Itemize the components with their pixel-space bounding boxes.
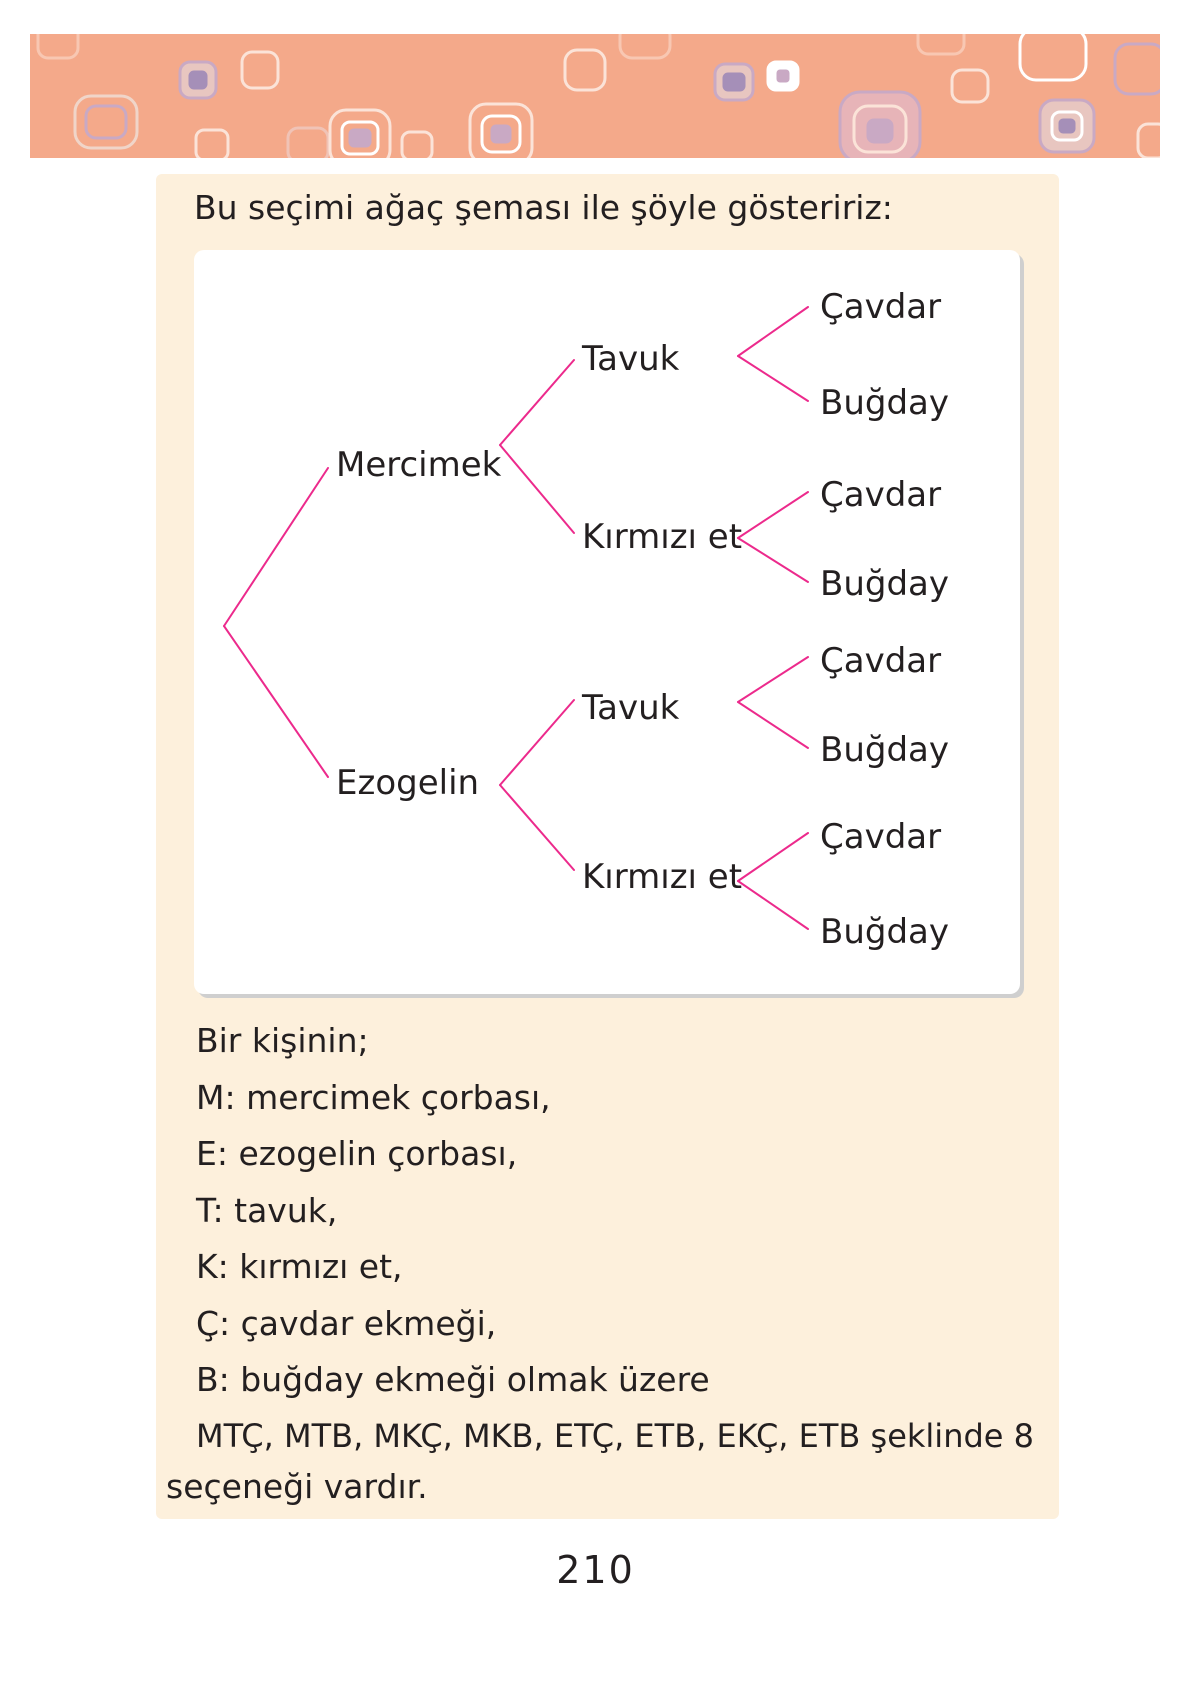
legend-item: T: tavuk, bbox=[196, 1191, 338, 1230]
tree-node-tavuk: Tavuk bbox=[582, 688, 680, 728]
tree-branches bbox=[223, 306, 809, 930]
intro-text: Bu seçimi ağaç şeması ile şöyle gösterir… bbox=[194, 188, 893, 227]
branch-line bbox=[223, 467, 329, 627]
tree-node-bugday: Buğday bbox=[820, 730, 949, 770]
branch-line bbox=[499, 444, 575, 534]
tree-node-cavdar: Çavdar bbox=[820, 641, 942, 681]
tree-node-cavdar: Çavdar bbox=[820, 287, 942, 327]
legend-intro: Bir kişinin; bbox=[196, 1021, 369, 1060]
branch-line bbox=[737, 832, 809, 882]
tree-node-ezogelin: Ezogelin bbox=[336, 763, 480, 803]
legend-item: Ç: çavdar ekmeği, bbox=[196, 1304, 497, 1343]
tree-diagram: Mercimek Ezogelin Tavuk Kırmızı et Tavuk… bbox=[194, 250, 1020, 994]
branch-line bbox=[499, 784, 575, 871]
legend-item: K: kırmızı et, bbox=[196, 1247, 403, 1286]
tree-node-kirmizi-et: Kırmızı et bbox=[582, 857, 743, 897]
tree-node-tavuk: Tavuk bbox=[582, 339, 680, 379]
branch-line bbox=[737, 656, 809, 703]
branch-line bbox=[499, 359, 575, 446]
tree-node-cavdar: Çavdar bbox=[820, 475, 942, 515]
tree-node-cavdar: Çavdar bbox=[820, 817, 942, 857]
tree-node-mercimek: Mercimek bbox=[336, 445, 502, 485]
branch-line bbox=[737, 701, 809, 749]
branch-line bbox=[499, 699, 575, 786]
branch-line bbox=[223, 625, 329, 778]
branch-line bbox=[737, 537, 809, 583]
branch-line bbox=[737, 355, 809, 402]
tree-node-bugday: Buğday bbox=[820, 564, 949, 604]
conclusion-line: seçeneği vardır. bbox=[166, 1467, 428, 1506]
banner-pattern-graphic bbox=[36, 34, 1160, 158]
tree-node-kirmizi-et: Kırmızı et bbox=[582, 517, 743, 557]
conclusion-line: MTÇ, MTB, MKÇ, MKB, ETÇ, ETB, EKÇ, ETB ş… bbox=[196, 1417, 1034, 1455]
tree-node-bugday: Buğday bbox=[820, 912, 949, 952]
branch-line bbox=[737, 880, 809, 930]
legend-item: M: mercimek çorbası, bbox=[196, 1078, 551, 1117]
legend-item: E: ezogelin çorbası, bbox=[196, 1134, 518, 1173]
legend-item: B: buğday ekmeği olmak üzere bbox=[196, 1360, 710, 1399]
page-number: 210 bbox=[556, 1548, 635, 1592]
decorative-banner bbox=[30, 34, 1160, 158]
branch-line bbox=[737, 306, 809, 357]
tree-node-bugday: Buğday bbox=[820, 383, 949, 423]
branch-line bbox=[737, 491, 809, 539]
